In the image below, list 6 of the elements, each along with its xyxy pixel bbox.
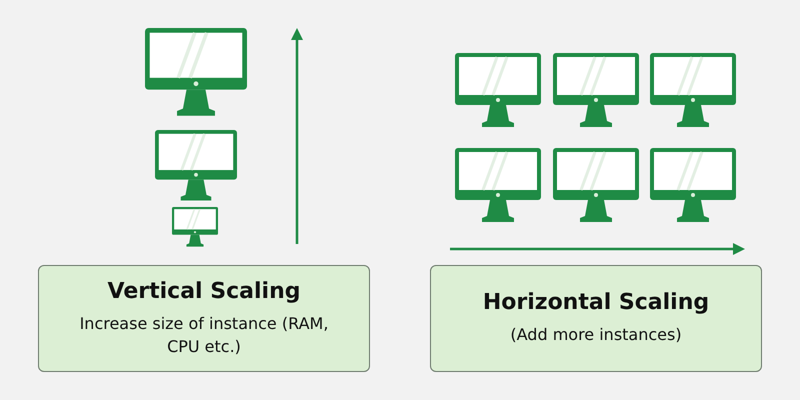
- label-box: [38, 265, 370, 372]
- box-description: Increase size of instance (RAM, CPU etc.): [79, 312, 329, 358]
- box-title: Vertical Scaling: [108, 278, 300, 304]
- box-description: (Add more instances): [510, 324, 682, 346]
- box-title: Horizontal Scaling: [482, 290, 710, 316]
- label-box: [430, 265, 762, 372]
